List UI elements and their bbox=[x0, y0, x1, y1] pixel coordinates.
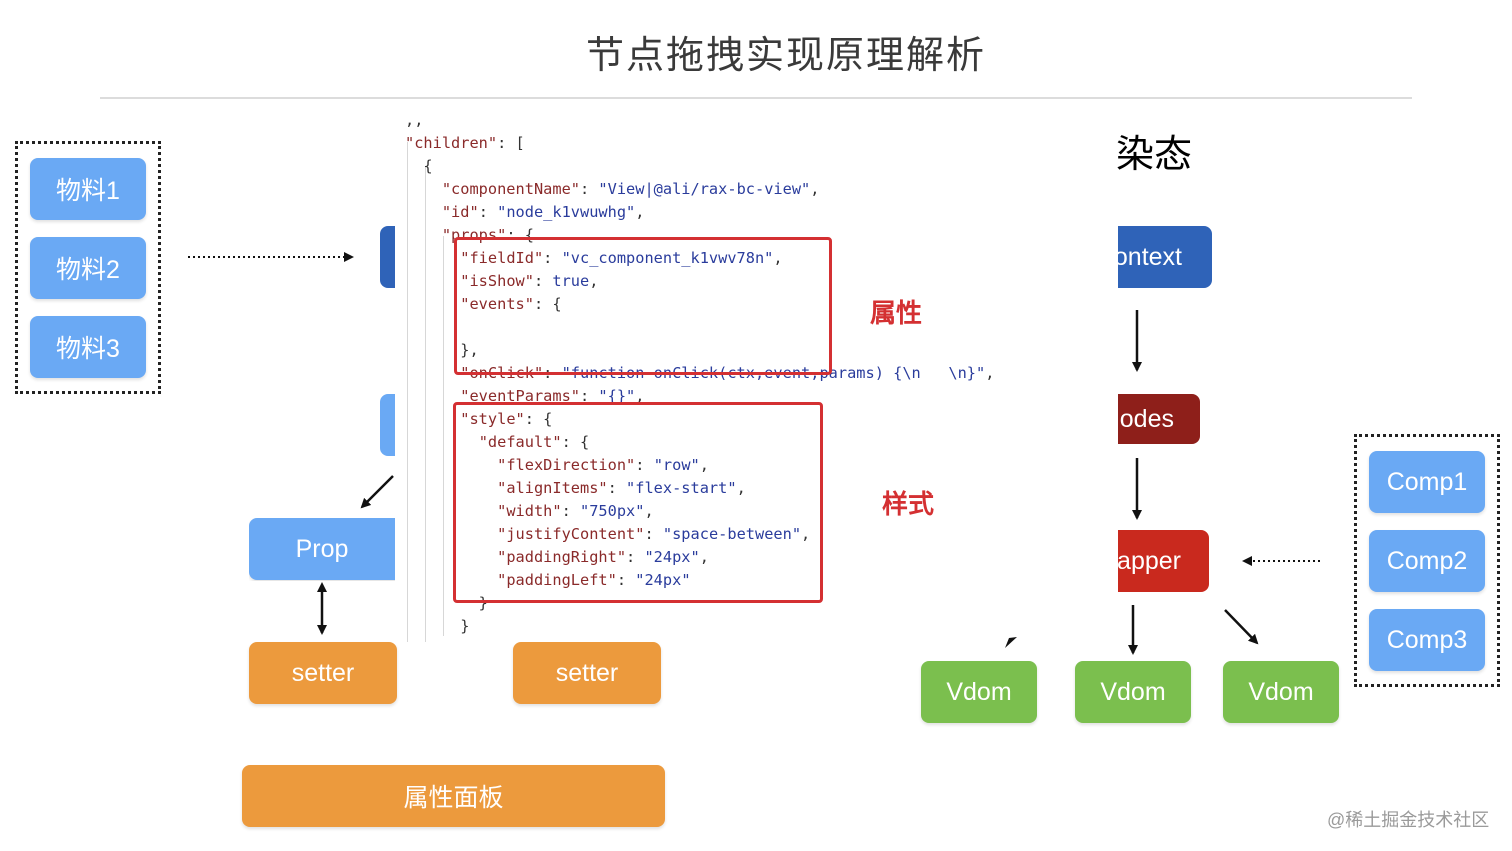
schema-code-block: ,, "children": [ { "componentName": "View… bbox=[395, 112, 1117, 642]
prop-box-wrap: Prop bbox=[249, 518, 395, 581]
context-box-wrap: ontext bbox=[1118, 226, 1212, 289]
code-line: "flexDirection": "row", bbox=[497, 456, 709, 474]
style-highlight-box bbox=[453, 402, 823, 603]
material-item-2[interactable]: 物料2 bbox=[30, 237, 146, 299]
code-line: "paddingLeft": "24px" bbox=[497, 571, 691, 589]
wrapper-vdom1-arrowhead bbox=[1005, 637, 1017, 648]
code-line: "style": { bbox=[460, 410, 553, 428]
watermark: @稀土掘金技术社区 bbox=[1327, 810, 1490, 830]
wrapper-box[interactable]: apper bbox=[1118, 530, 1209, 592]
code-line: "width": "750px", bbox=[497, 502, 654, 520]
code-line: "justifyContent": "space-between", bbox=[497, 525, 811, 543]
comp-item-1[interactable]: Comp1 bbox=[1369, 451, 1485, 513]
comp-item-2[interactable]: Comp2 bbox=[1369, 530, 1485, 592]
wrapper-box-wrap: apper bbox=[1118, 530, 1209, 592]
code-line: } bbox=[405, 617, 470, 635]
code-line: "default": { bbox=[478, 433, 590, 451]
title-divider bbox=[100, 97, 1412, 99]
code-line: }, bbox=[405, 341, 479, 359]
attr-label: 属性 bbox=[870, 298, 923, 328]
components-panel bbox=[1354, 434, 1500, 687]
vdom-box-3[interactable]: Vdom bbox=[1223, 661, 1339, 723]
to-prop-arrow bbox=[360, 475, 394, 509]
wrapper-vdom3-arrow bbox=[1224, 609, 1259, 645]
property-panel[interactable]: 属性面板 bbox=[242, 765, 665, 827]
material-item-3[interactable]: 物料3 bbox=[30, 316, 146, 378]
setter-box-2[interactable]: setter bbox=[513, 642, 661, 704]
code-line: ,, bbox=[405, 112, 424, 129]
page-title: 节点拖拽实现原理解析 bbox=[585, 35, 986, 77]
code-line: "children": [ bbox=[405, 134, 525, 152]
style-label: 样式 bbox=[882, 489, 935, 519]
nodes-box-wrap: odes bbox=[1118, 394, 1200, 444]
code-line: } bbox=[405, 638, 994, 642]
prop-box[interactable]: Prop bbox=[249, 518, 395, 580]
vdom-box-2[interactable]: Vdom bbox=[1075, 661, 1191, 723]
code-line: { bbox=[405, 157, 433, 175]
code-line: "isShow": true, bbox=[460, 272, 599, 290]
code-line: "paddingRight": "24px", bbox=[497, 548, 709, 566]
schema-code: ,, "children": [ { "componentName": "View… bbox=[405, 112, 994, 642]
code-line: "id": "node_k1vwuwhg", bbox=[441, 203, 645, 221]
code-line: "events": { bbox=[460, 295, 562, 313]
nodes-box[interactable]: odes bbox=[1118, 394, 1200, 444]
code-line: "eventParams": "{}", bbox=[460, 387, 645, 405]
context-box[interactable]: ontext bbox=[1118, 226, 1212, 288]
material-item-1[interactable]: 物料1 bbox=[30, 158, 146, 220]
setter-box-1[interactable]: setter bbox=[249, 642, 397, 704]
code-line: } bbox=[405, 594, 488, 612]
render-heading: 染态 bbox=[1116, 134, 1193, 176]
vdom-box-1[interactable]: Vdom bbox=[921, 661, 1037, 723]
code-line: "componentName": "View|@ali/rax-bc-view"… bbox=[441, 180, 820, 198]
materials-panel bbox=[15, 141, 161, 394]
code-line: "alignItems": "flex-start", bbox=[497, 479, 746, 497]
code-line: "fieldId": "vc_component_k1vwv78n", bbox=[460, 249, 783, 267]
comp-item-3[interactable]: Comp3 bbox=[1369, 609, 1485, 671]
attr-highlight-box bbox=[454, 237, 832, 375]
